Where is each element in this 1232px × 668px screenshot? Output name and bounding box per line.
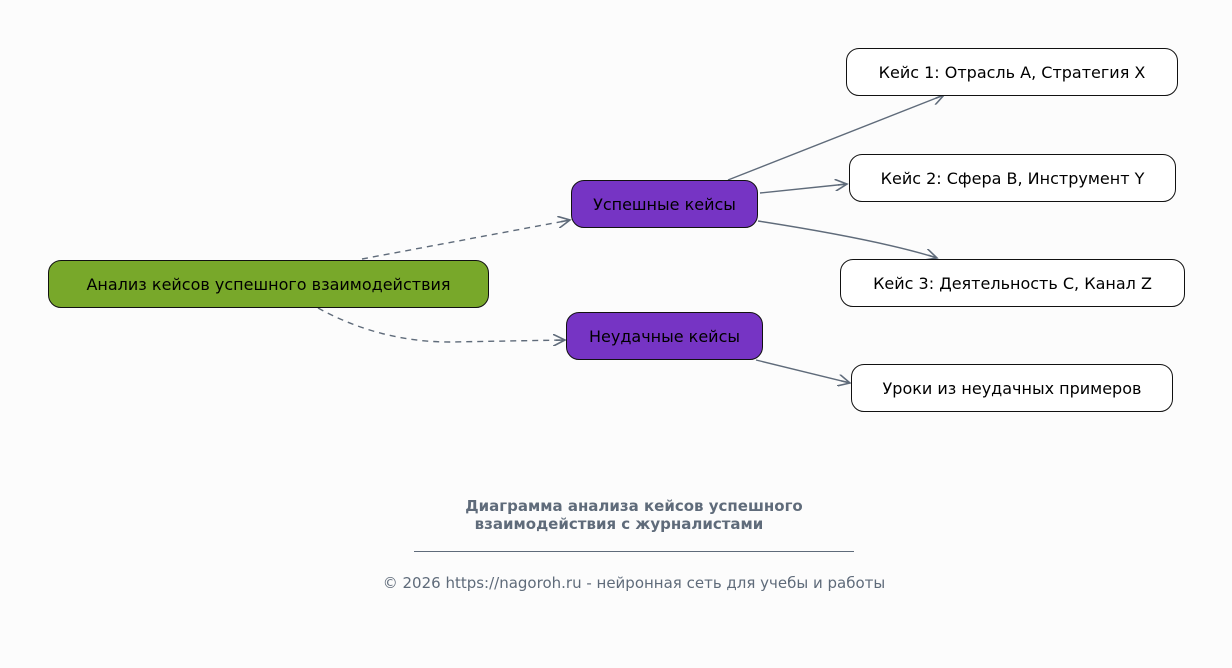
node-label: Уроки из неудачных примеров [882, 378, 1142, 398]
node-lessons[interactable]: Уроки из неудачных примеров [851, 364, 1173, 412]
node-label: Анализ кейсов успешного взаимодействия [86, 274, 451, 294]
edge-success-case2 [759, 184, 847, 194]
edge-success-case1 [727, 95, 944, 181]
node-label: Кейс 2: Сфера B, Инструмент Y [880, 168, 1145, 188]
title-line-1: Диаграмма анализа кейсов успешного [465, 497, 803, 515]
node-case3[interactable]: Кейс 3: Деятельность C, Канал Z [840, 259, 1185, 307]
node-case1[interactable]: Кейс 1: Отрасль A, Стратегия X [846, 48, 1178, 96]
title-line-2: взаимодействия с журналистами [474, 515, 764, 533]
node-failure[interactable]: Неудачные кейсы [566, 312, 763, 360]
divider [414, 551, 854, 552]
diagram-title: Диаграмма анализа кейсов успешного взаим… [334, 497, 934, 533]
node-label: Неудачные кейсы [588, 326, 741, 346]
edge-success-case3 [757, 220, 937, 258]
footer-copyright: © 2026 https://nagoroh.ru - нейронная се… [382, 574, 886, 592]
edge-root-success [361, 220, 570, 260]
node-success[interactable]: Успешные кейсы [571, 180, 758, 228]
edge-root-failure [317, 307, 565, 342]
node-label: Кейс 3: Деятельность C, Канал Z [873, 273, 1152, 293]
node-label: Кейс 1: Отрасль A, Стратегия X [878, 62, 1146, 82]
node-case2[interactable]: Кейс 2: Сфера B, Инструмент Y [849, 154, 1176, 202]
edge-failure-lessons [755, 359, 850, 383]
node-root[interactable]: Анализ кейсов успешного взаимодействия [48, 260, 489, 308]
node-label: Успешные кейсы [593, 194, 736, 214]
